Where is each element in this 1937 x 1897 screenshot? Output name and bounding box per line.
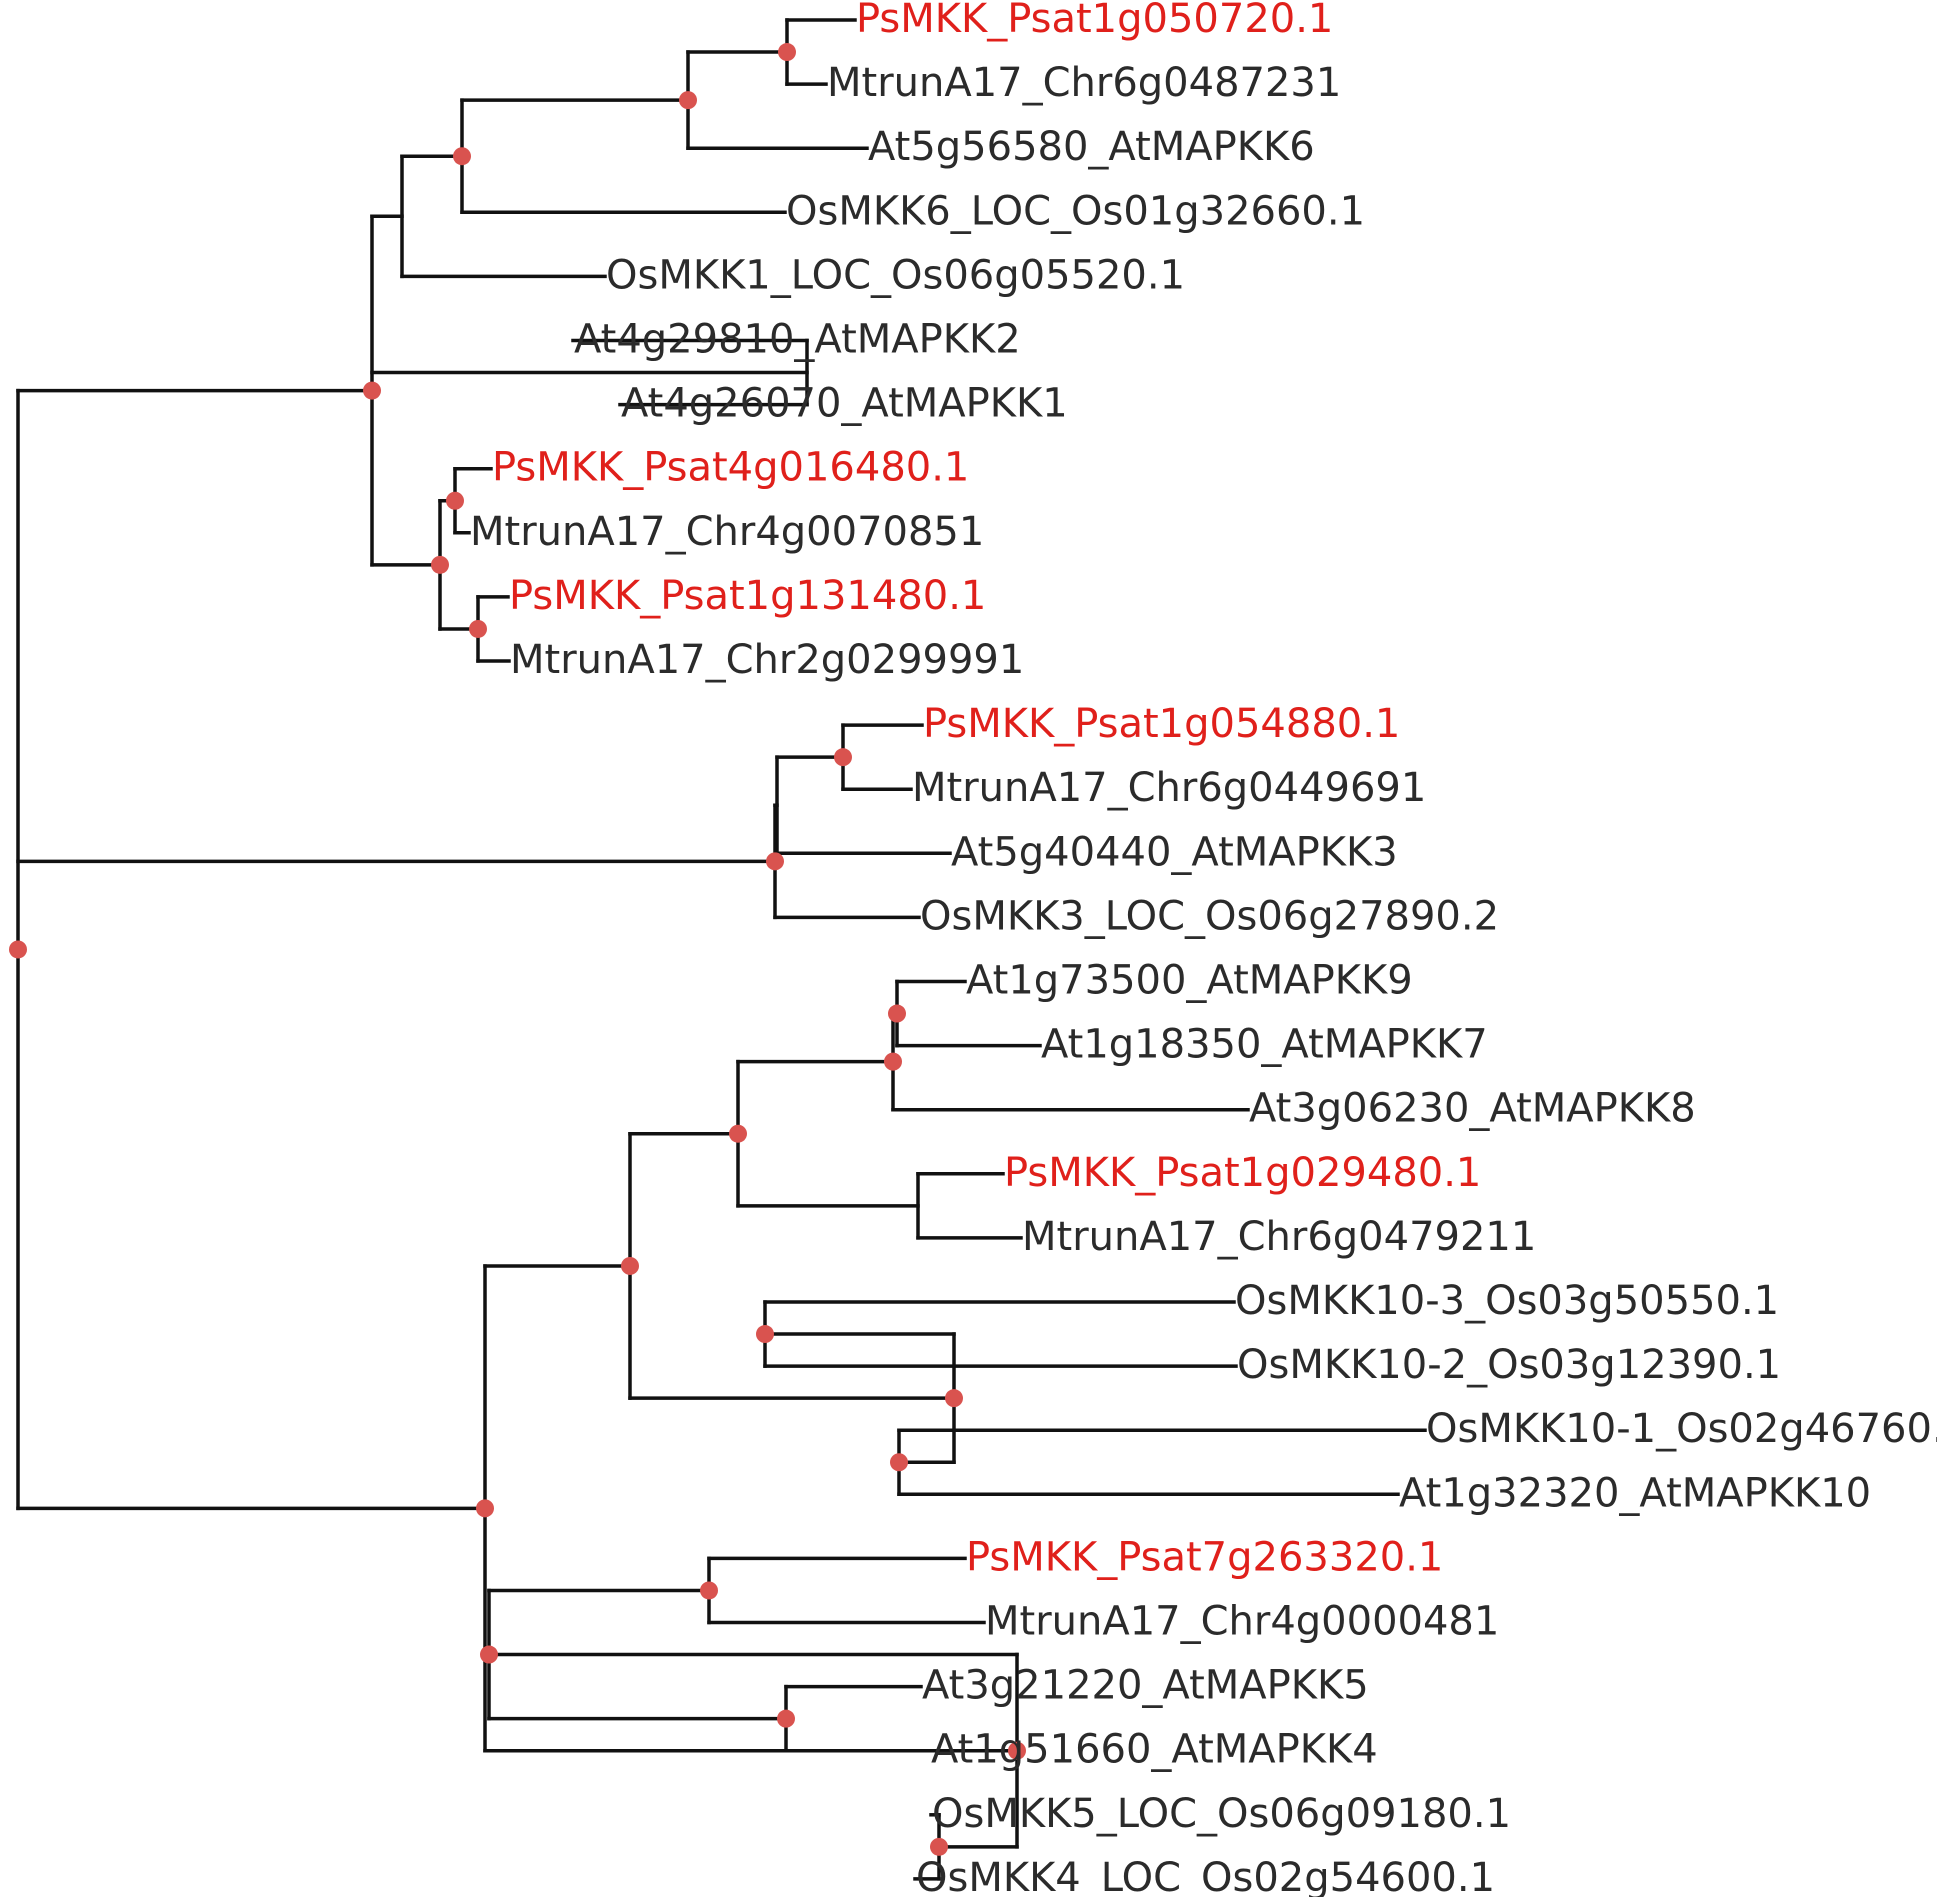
leaf-label: OsMKK3_LOC_Os06g27890.2 bbox=[920, 893, 1499, 939]
leaf-label: MtrunA17_Chr6g0479211 bbox=[1022, 1214, 1536, 1260]
leaf-label: MtrunA17_Chr4g0000481 bbox=[985, 1599, 1499, 1645]
node-support-dot bbox=[777, 1709, 795, 1728]
leaf-label: OsMKK10-1_Os02g46760.1 bbox=[1426, 1406, 1937, 1452]
node-support-dot bbox=[621, 1256, 639, 1275]
leaf-label: At1g73500_AtMAPKK9 bbox=[966, 958, 1413, 1004]
leaf-label: At1g51660_AtMAPKK4 bbox=[931, 1727, 1378, 1773]
node-support-dot bbox=[729, 1124, 747, 1143]
leaf-label: OsMKK5_LOC_Os06g09180.1 bbox=[932, 1791, 1511, 1837]
node-support-dot bbox=[476, 1499, 494, 1518]
leaf-label: PsMKK_Psat1g029480.1 bbox=[1004, 1150, 1481, 1196]
node-support-dot bbox=[756, 1325, 774, 1344]
node-support-dot bbox=[700, 1581, 718, 1600]
leaf-label: OsMKK6_LOC_Os01g32660.1 bbox=[786, 188, 1365, 234]
leaf-label: PsMKK_Psat4g016480.1 bbox=[492, 445, 969, 491]
node-support-dot bbox=[9, 940, 27, 959]
node-support-dot bbox=[766, 852, 784, 871]
leaf-label: MtrunA17_Chr6g0487231 bbox=[827, 60, 1341, 106]
node-support-dot bbox=[834, 748, 852, 767]
leaf-label: At1g18350_AtMAPKK7 bbox=[1041, 1022, 1488, 1068]
node-support-dot bbox=[945, 1389, 963, 1408]
leaf-label: PsMKK_Psat7g263320.1 bbox=[966, 1534, 1443, 1580]
node-support-dot bbox=[778, 43, 796, 62]
node-support-dot bbox=[480, 1645, 498, 1664]
leaf-label: At5g56580_AtMAPKK6 bbox=[868, 124, 1315, 170]
node-support-dot bbox=[446, 491, 464, 510]
leaf-label: At5g40440_AtMAPKK3 bbox=[951, 829, 1398, 875]
leaf-label: At3g21220_AtMAPKK5 bbox=[922, 1663, 1369, 1709]
node-support-dot bbox=[884, 1052, 902, 1071]
leaf-label: OsMKK4_LOC_Os02g54600.1 bbox=[916, 1855, 1495, 1897]
leaf-label: PsMKK_Psat1g131480.1 bbox=[509, 573, 986, 619]
node-support-dot bbox=[469, 619, 487, 638]
node-support-dot bbox=[1008, 1741, 1026, 1760]
leaf-label: MtrunA17_Chr2g0299991 bbox=[510, 637, 1024, 683]
leaf-label: At4g26070_AtMAPKK1 bbox=[621, 381, 1068, 427]
leaf-label: OsMKK10-2_Os03g12390.1 bbox=[1237, 1342, 1781, 1388]
node-support-dot bbox=[930, 1837, 948, 1856]
node-support-dot bbox=[363, 381, 381, 400]
node-support-dot bbox=[453, 147, 471, 166]
leaf-label: PsMKK_Psat1g054880.1 bbox=[923, 701, 1400, 747]
leaf-label: At3g06230_AtMAPKK8 bbox=[1249, 1086, 1696, 1132]
leaf-label: MtrunA17_Chr6g0449691 bbox=[912, 765, 1426, 811]
leaf-label: OsMKK1_LOC_Os06g05520.1 bbox=[606, 252, 1185, 298]
leaf-labels: PsMKK_Psat1g050720.1MtrunA17_Chr6g048723… bbox=[470, 0, 1937, 1897]
leaf-label: At4g29810_AtMAPKK2 bbox=[574, 317, 1021, 363]
node-support-dot bbox=[431, 555, 449, 574]
tree-nodes bbox=[9, 43, 1026, 1856]
leaf-label: At1g32320_AtMAPKK10 bbox=[1399, 1470, 1871, 1516]
node-support-dot bbox=[888, 1004, 906, 1023]
node-support-dot bbox=[679, 91, 697, 110]
node-support-dot bbox=[890, 1453, 908, 1472]
leaf-label: PsMKK_Psat1g050720.1 bbox=[856, 0, 1333, 42]
leaf-label: MtrunA17_Chr4g0070851 bbox=[470, 509, 984, 555]
leaf-label: OsMKK10-3_Os03g50550.1 bbox=[1235, 1278, 1779, 1324]
